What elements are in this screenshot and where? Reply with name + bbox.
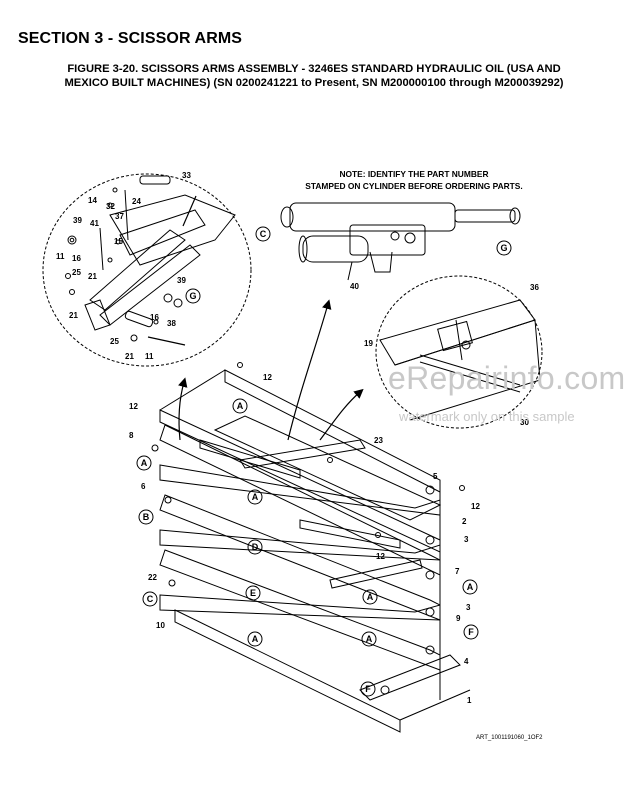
circled-callouts: C G G A A B A D A F C E A A A F <box>136 226 512 697</box>
callout-23: 23 <box>374 436 383 445</box>
callout-36: 36 <box>530 283 539 292</box>
svg-text:A: A <box>237 401 244 411</box>
callout-38: 38 <box>167 319 176 328</box>
figure-caption: FIGURE 3-20. SCISSORS ARMS ASSEMBLY - 32… <box>28 62 600 90</box>
callout-25: 25 <box>72 268 81 277</box>
svg-text:G: G <box>189 291 196 301</box>
callout-41: 41 <box>90 219 99 228</box>
callout-2: 2 <box>462 517 467 526</box>
svg-text:A: A <box>366 634 373 644</box>
circle-callout-f-2: F <box>360 681 376 697</box>
circle-callout-a-1: A <box>232 398 248 414</box>
callout-12-d: 12 <box>376 552 385 561</box>
callout-9: 9 <box>456 614 461 623</box>
circle-callout-c-assembly: C <box>142 591 158 607</box>
lift-cylinder <box>280 202 521 281</box>
leader-arrows <box>147 195 364 441</box>
svg-text:B: B <box>143 512 150 522</box>
svg-text:A: A <box>252 634 259 644</box>
cylinder-note: NOTE: IDENTIFY THE PART NUMBER STAMPED O… <box>296 168 532 192</box>
cylinder-mount-detail-view <box>375 275 543 429</box>
callout-12-c: 12 <box>471 502 480 511</box>
circle-callout-b: B <box>138 509 154 525</box>
circle-callout-a-5: A <box>362 589 378 605</box>
callout-24: 24 <box>132 197 141 206</box>
callout-4: 4 <box>464 657 469 666</box>
callout-15: 15 <box>114 237 123 246</box>
callout-5: 5 <box>433 472 438 481</box>
callout-8: 8 <box>129 431 134 440</box>
circle-callout-d: D <box>247 539 263 555</box>
callout-33: 33 <box>182 171 191 180</box>
callout-39: 39 <box>73 216 82 225</box>
callout-3-b: 3 <box>466 603 471 612</box>
callout-10: 10 <box>156 621 165 630</box>
circle-callout-a-6: A <box>247 631 263 647</box>
svg-text:D: D <box>252 542 259 552</box>
circle-callout-e: E <box>245 585 261 601</box>
callout-11-b: 11 <box>145 352 154 361</box>
callout-16: 16 <box>72 254 81 263</box>
svg-text:A: A <box>252 492 259 502</box>
callout-21-a: 21 <box>88 272 97 281</box>
callout-37: 37 <box>115 212 124 221</box>
circle-callout-c-cylinder: C <box>255 226 271 242</box>
callout-7: 7 <box>455 567 460 576</box>
watermark: eRepairinfo.com <box>388 360 626 396</box>
figure-caption-line-2: MEXICO BUILT MACHINES) (SN 0200241221 to… <box>64 77 564 89</box>
callout-21-b: 21 <box>69 311 78 320</box>
svg-text:C: C <box>260 229 267 239</box>
callout-25-b: 25 <box>110 337 119 346</box>
circle-callout-f-1: F <box>463 624 479 640</box>
svg-text:C: C <box>147 594 154 604</box>
svg-text:A: A <box>367 592 374 602</box>
callout-14: 14 <box>88 196 97 205</box>
art-id: ART_1001191060_1OF2 <box>476 735 543 741</box>
callout-39-b: 39 <box>177 276 186 285</box>
figure-caption-line-1: FIGURE 3-20. SCISSORS ARMS ASSEMBLY - 32… <box>67 63 561 75</box>
callout-6: 6 <box>141 482 146 491</box>
svg-text:G: G <box>500 243 507 253</box>
circle-callout-g-detail: G <box>185 288 201 304</box>
svg-text:A: A <box>467 582 474 592</box>
callout-3-a: 3 <box>464 535 469 544</box>
cylinder-note-line-2: STAMPED ON CYLINDER BEFORE ORDERING PART… <box>305 181 523 191</box>
callout-11: 11 <box>56 252 65 261</box>
cylinder-note-line-1: NOTE: IDENTIFY THE PART NUMBER <box>339 169 489 179</box>
callout-22: 22 <box>148 573 157 582</box>
svg-text:E: E <box>250 588 256 598</box>
circle-callout-g-cylinder: G <box>496 240 512 256</box>
circle-callout-a-4: A <box>462 579 478 595</box>
svg-text:F: F <box>468 627 474 637</box>
callout-32: 32 <box>106 202 115 211</box>
svg-text:F: F <box>365 684 371 694</box>
callout-12-a: 12 <box>263 373 272 382</box>
section-title: SECTION 3 - SCISSOR ARMS <box>18 30 243 47</box>
scissor-assembly <box>151 362 471 733</box>
callout-16-b: 16 <box>150 313 159 322</box>
callout-12-b: 12 <box>129 402 138 411</box>
callout-19: 19 <box>364 339 373 348</box>
pivot-detail-view <box>42 173 252 367</box>
callout-labels: 33 14 24 32 37 39 41 15 11 16 25 21 21 3… <box>56 171 539 705</box>
callout-30: 30 <box>520 418 529 427</box>
callout-21-c: 21 <box>125 352 134 361</box>
circle-callout-a-3: A <box>247 489 263 505</box>
watermark-subtext: watermark only on this sample <box>399 409 575 424</box>
circle-callout-a-7: A <box>361 631 377 647</box>
callout-40: 40 <box>350 282 359 291</box>
svg-text:A: A <box>141 458 148 468</box>
callout-1: 1 <box>467 696 472 705</box>
circle-callout-a-2: A <box>136 455 152 471</box>
